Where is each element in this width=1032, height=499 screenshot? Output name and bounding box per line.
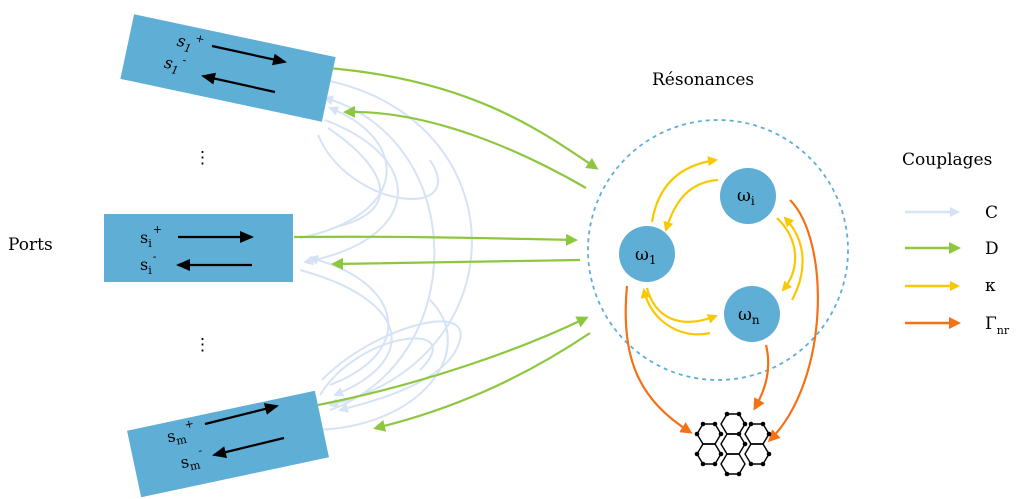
legend-c: C <box>905 203 998 223</box>
legend-gamma: Γnr <box>905 314 1010 337</box>
cavity-boundary <box>587 119 849 381</box>
svg-text:C: C <box>985 203 998 223</box>
port-i <box>104 214 293 282</box>
d-coupling-arrows <box>293 66 599 432</box>
resonator-n: ωn <box>724 286 780 342</box>
resonances-title: Résonances <box>652 70 754 90</box>
gamma-nr-arrows <box>624 199 819 443</box>
legend-title: Couplages <box>902 150 992 170</box>
port-arrows <box>176 44 287 458</box>
resonator-1: ω1 <box>619 226 675 282</box>
port-1-labels: s1+ s1- <box>162 28 206 79</box>
svg-text:si+: si+ <box>140 223 162 250</box>
c-coupling-arrows <box>299 79 473 431</box>
svg-text:si-: si- <box>140 250 157 277</box>
hexagonal-lattice <box>696 413 770 475</box>
kappa-coupling-arrows <box>640 156 804 336</box>
port-m-labels: sm+ sm- <box>164 417 207 475</box>
legend-d: D <box>905 239 999 259</box>
svg-text:κ: κ <box>985 276 996 296</box>
svg-text:ω1: ω1 <box>635 245 657 267</box>
svg-text:sm-: sm- <box>178 444 207 475</box>
svg-text:D: D <box>985 239 999 259</box>
svg-text:sm+: sm+ <box>164 417 198 449</box>
port-1 <box>120 14 336 122</box>
hexagonal-lattice-nodes <box>694 411 772 477</box>
resonator-i: ωi <box>720 168 776 224</box>
svg-text:s1+: s1+ <box>175 28 206 58</box>
port-m <box>127 390 329 498</box>
svg-text:Γnr: Γnr <box>985 314 1010 337</box>
legend-kappa: κ <box>905 276 996 296</box>
ports-label: Ports <box>8 235 53 255</box>
ellipsis-bottom: ⋮ <box>194 335 211 355</box>
port-i-labels: si+ si- <box>140 223 162 277</box>
svg-text:ωi: ωi <box>737 186 755 208</box>
svg-text:s1-: s1- <box>162 50 188 79</box>
svg-text:ωn: ωn <box>738 305 760 327</box>
ellipsis-top: ⋮ <box>194 148 211 168</box>
